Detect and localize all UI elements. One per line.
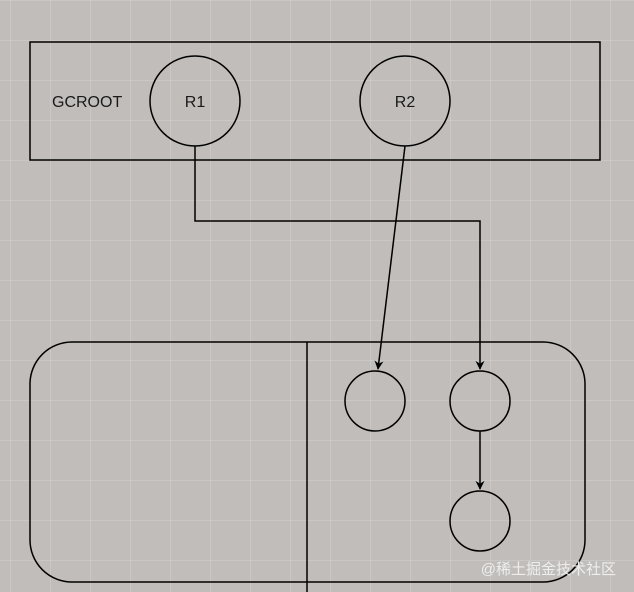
gc-root-box xyxy=(29,41,601,161)
edge-r2-to-object-a xyxy=(374,145,406,370)
root-ref-r1-label: R1 xyxy=(185,94,206,111)
heap-object-c xyxy=(449,490,511,552)
gc-root-label: GCROOT xyxy=(52,94,122,111)
root-ref-r2-label: R2 xyxy=(395,94,416,111)
watermark-text: @稀土掘金技术社区 xyxy=(481,561,616,578)
edge-r1-to-object-b xyxy=(194,146,485,370)
heap-object-a xyxy=(344,370,406,432)
